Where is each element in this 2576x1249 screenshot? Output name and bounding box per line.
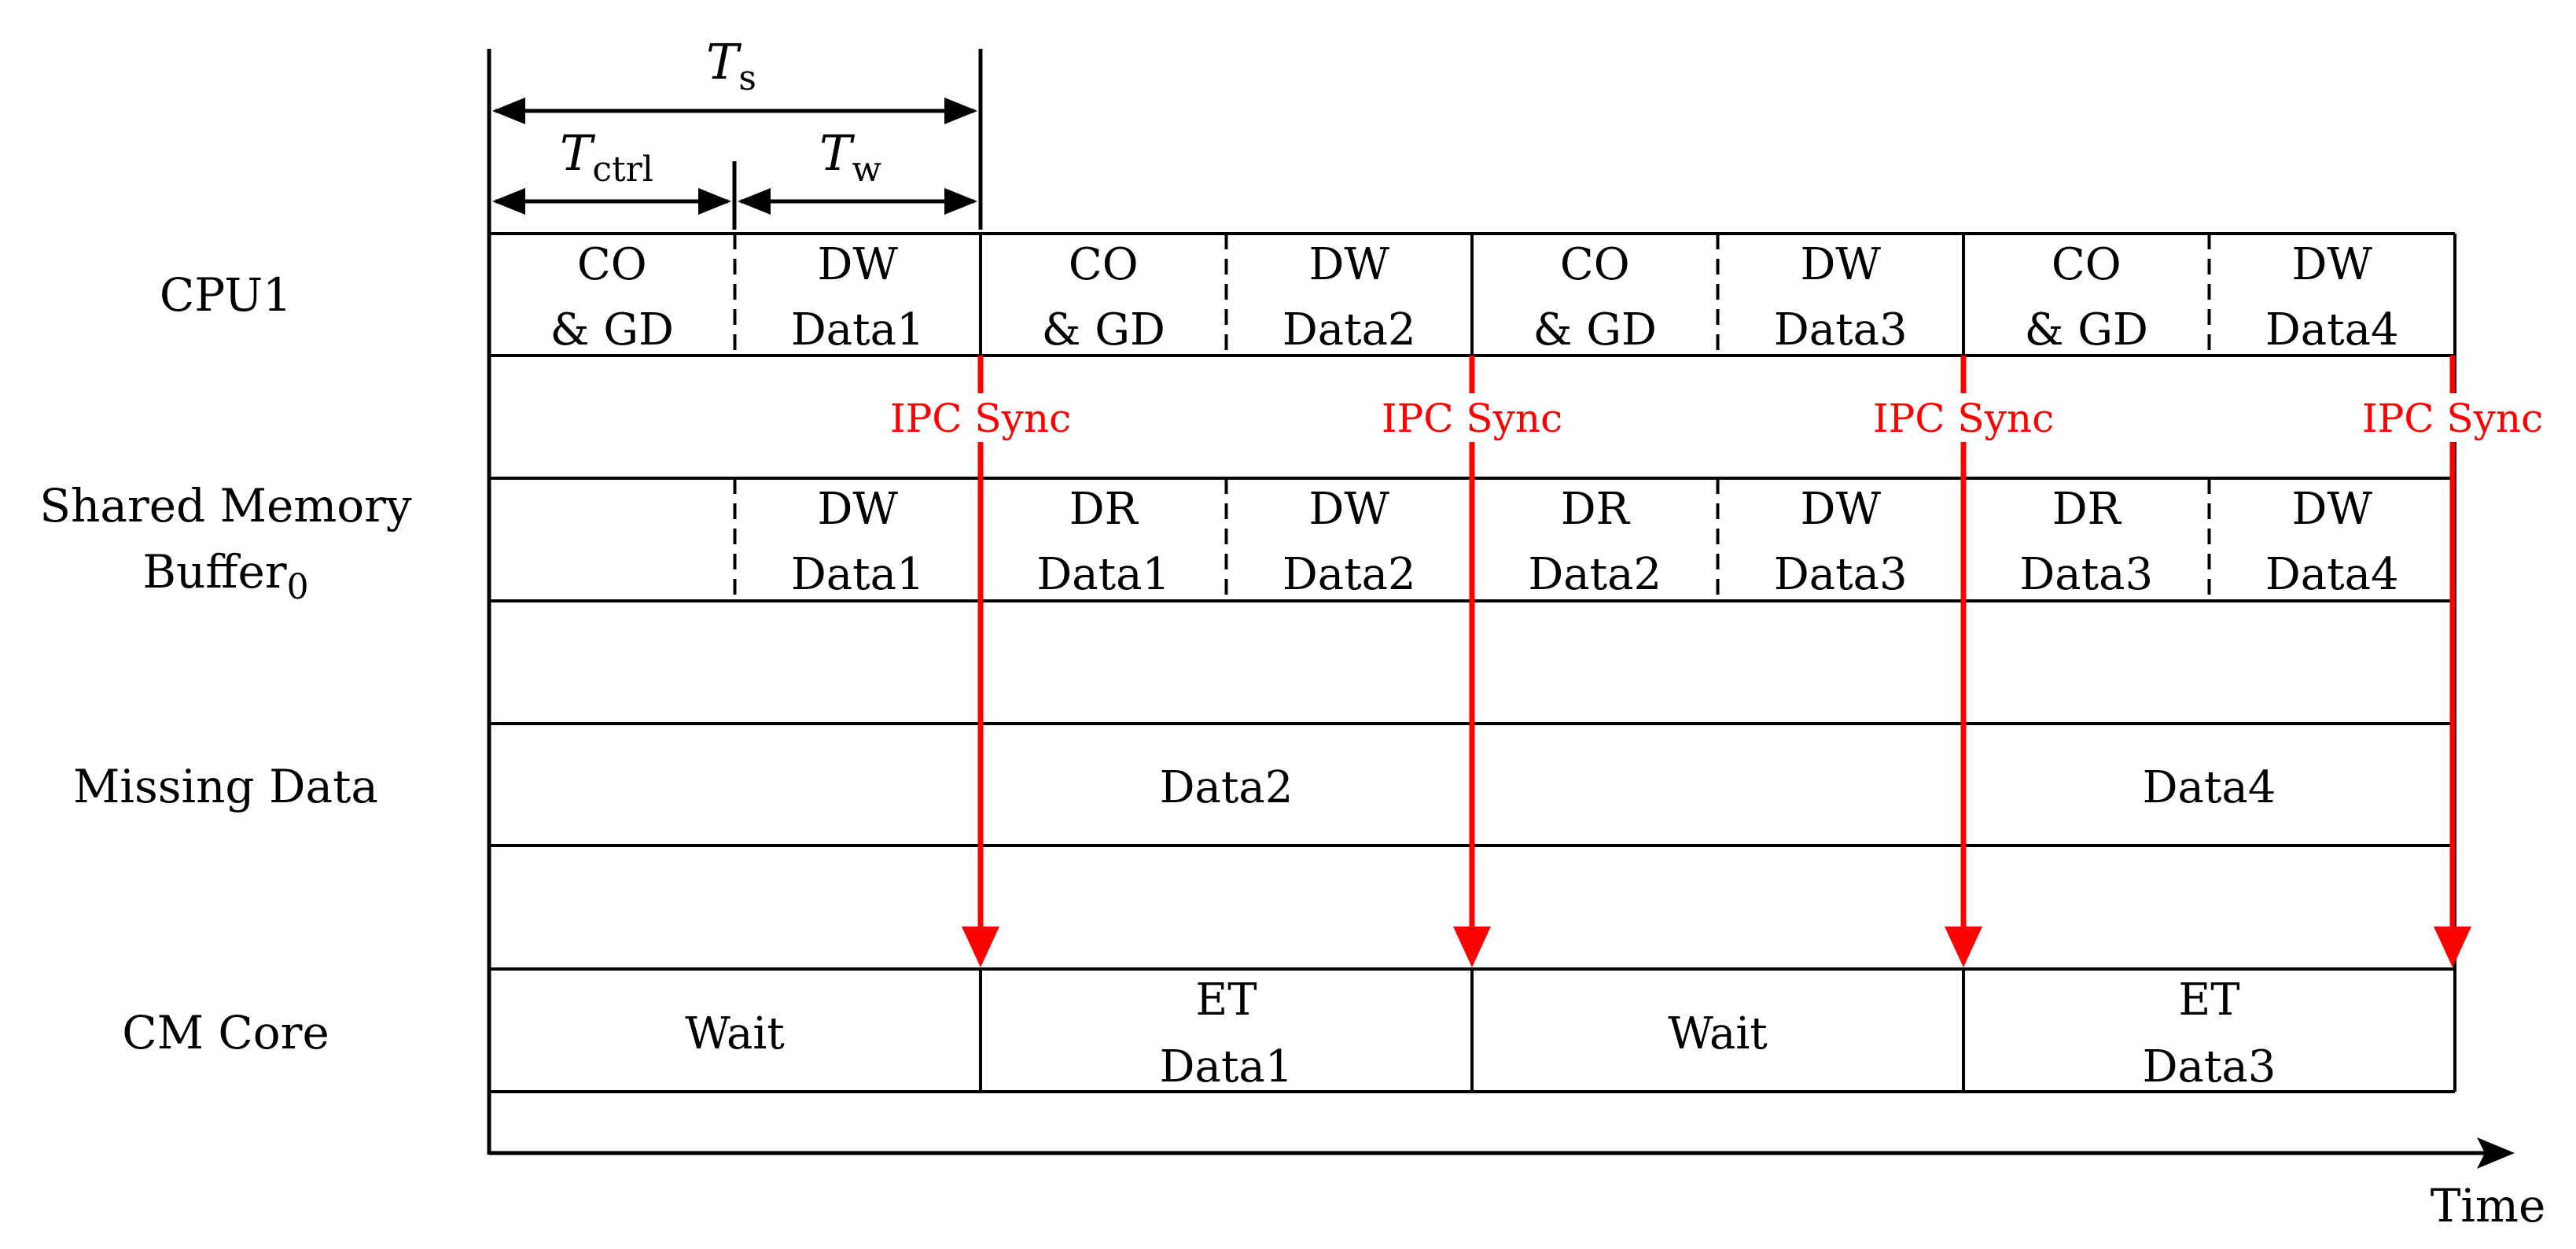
tctrl-arrow-right-head bbox=[698, 188, 731, 215]
ipc-sync-label-1: IPC Sync bbox=[890, 396, 1071, 441]
ipc-sync-arrows: IPC Sync IPC Sync IPC Sync IPC Sync bbox=[890, 356, 2543, 967]
shm-cell-6-line1: DR bbox=[2052, 484, 2122, 535]
cm-cell-3-line1: ET bbox=[2178, 975, 2239, 1026]
ipc-sync-label-bg-4 bbox=[2366, 393, 2539, 442]
cpu1-cell-3-line2: Data2 bbox=[1282, 304, 1416, 356]
row-label-missing-data: Missing Data bbox=[73, 760, 378, 813]
cpu1-cell-7-line2: Data4 bbox=[2265, 304, 2399, 356]
shm-cell-2-line1: DR bbox=[1069, 484, 1139, 535]
ipc-sync-arrowhead-2 bbox=[1453, 927, 1491, 967]
cpu1-cell-2-line1: CO bbox=[1069, 239, 1139, 290]
cpu1-cell-2-line2: & GD bbox=[1042, 304, 1165, 356]
ipc-sync-label-bg-3 bbox=[1877, 393, 2050, 442]
ts-arrow-left-head bbox=[492, 98, 525, 124]
tctrl-arrow-left-head bbox=[492, 188, 525, 215]
cpu1-cell-5-line1: DW bbox=[1801, 239, 1882, 290]
cm-cell-3-line2: Data3 bbox=[2143, 1041, 2276, 1092]
cpu1-cell-6-line1: CO bbox=[2052, 239, 2122, 290]
missing-cell-3: Data4 bbox=[2143, 762, 2276, 813]
row-label-cpu1: CPU1 bbox=[160, 268, 292, 322]
shm-cell-5-line1: DW bbox=[1801, 484, 1882, 535]
missing-cell-1: Data2 bbox=[1160, 762, 1294, 813]
cpu1-cell-1-line2: Data1 bbox=[791, 304, 925, 356]
ts-arrow-right-head bbox=[944, 98, 977, 124]
row-label-cm-core: CM Core bbox=[122, 1006, 329, 1059]
row-label-shared-memory-line2: Buffer0 bbox=[142, 545, 308, 607]
shm-cell-2-line2: Data1 bbox=[1036, 549, 1170, 600]
cm-cell-0: Wait bbox=[685, 1008, 785, 1059]
cpu1-cell-3-line1: DW bbox=[1309, 239, 1390, 290]
time-axis-arrowhead bbox=[2477, 1137, 2515, 1169]
cpu1-cell-5-line2: Data3 bbox=[1774, 304, 1908, 356]
shm-cell-3-line1: DW bbox=[1309, 484, 1390, 535]
shm-cell-4-line1: DR bbox=[1561, 484, 1631, 535]
ts-label: Ts bbox=[706, 33, 756, 98]
shm-cell-1-line1: DW bbox=[818, 484, 899, 535]
time-axis: Time bbox=[487, 49, 2546, 1232]
cpu1-cell-0-line1: CO bbox=[577, 239, 647, 290]
ipc-sync-arrowhead-3 bbox=[1945, 927, 1982, 967]
row-label-shared-memory-line1: Shared Memory bbox=[39, 479, 412, 532]
cm-cell-1-line2: Data1 bbox=[1160, 1041, 1294, 1092]
ipc-sync-arrowhead-1 bbox=[962, 927, 999, 967]
row-labels: CPU1 Shared Memory Buffer0 Missing Data … bbox=[39, 268, 412, 1059]
shm-cell-6-line2: Data3 bbox=[2019, 549, 2153, 600]
ipc-sync-label-bg-2 bbox=[1386, 393, 1558, 442]
shm-cell-1-line2: Data1 bbox=[791, 549, 925, 600]
cpu1-cell-1-line1: DW bbox=[818, 239, 899, 290]
tw-arrow-left-head bbox=[738, 188, 771, 215]
ipc-sync-label-4: IPC Sync bbox=[2362, 396, 2543, 441]
time-axis-label: Time bbox=[2431, 1179, 2546, 1232]
tw-arrow-right-head bbox=[944, 188, 977, 215]
ipc-sync-label-3: IPC Sync bbox=[1873, 396, 2054, 441]
cpu1-cell-4-line1: CO bbox=[1560, 239, 1630, 290]
timing-labels: Ts Tctrl Tw bbox=[560, 33, 881, 190]
cpu1-cell-6-line2: & GD bbox=[2025, 304, 2148, 356]
cpu1-cell-0-line2: & GD bbox=[550, 304, 674, 356]
cpu1-cell-7-line1: DW bbox=[2292, 239, 2373, 290]
ipc-sync-label-2: IPC Sync bbox=[1382, 396, 1562, 441]
tctrl-label: Tctrl bbox=[560, 124, 653, 190]
cm-cell-2: Wait bbox=[1668, 1008, 1768, 1059]
shm-cell-4-line2: Data2 bbox=[1528, 549, 1662, 600]
ipc-sync-label-bg-1 bbox=[894, 393, 1067, 442]
shm-cell-5-line2: Data3 bbox=[1774, 549, 1908, 600]
tw-label: Tw bbox=[819, 124, 881, 190]
shm-cell-7-line2: Data4 bbox=[2265, 549, 2399, 600]
cpu1-cell-4-line2: & GD bbox=[1533, 304, 1657, 356]
shm-cell-7-line1: DW bbox=[2292, 484, 2373, 535]
cm-cell-1-line1: ET bbox=[1195, 975, 1257, 1026]
timing-annotations bbox=[487, 49, 983, 230]
ipc-sync-arrowhead-4 bbox=[2434, 927, 2471, 967]
timeline-cells: CO & GD DW Data1 CO & GD DW Data2 CO & GD DW Data3 C… bbox=[550, 239, 2399, 1092]
shm-cell-3-line2: Data2 bbox=[1282, 549, 1416, 600]
